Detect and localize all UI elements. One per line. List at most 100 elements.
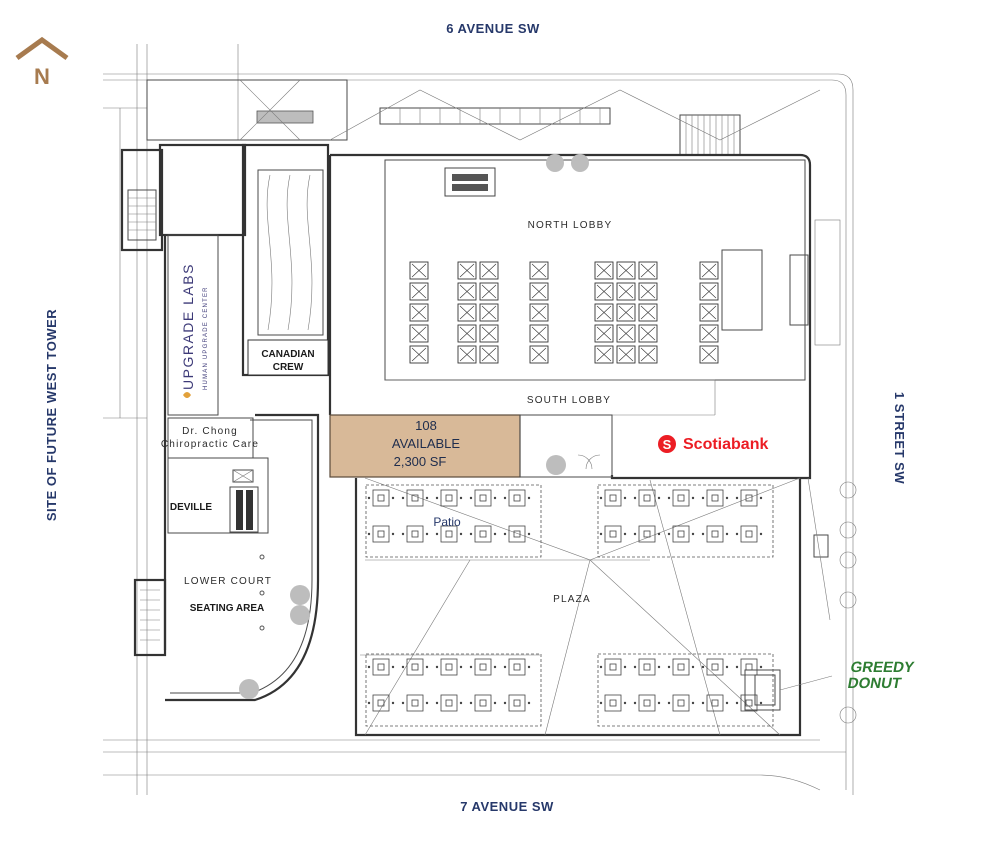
street-label-north: 6 AVENUE SW	[446, 21, 540, 36]
patio-table	[401, 694, 429, 712]
elevator-cab	[409, 261, 429, 280]
elevator-cab	[699, 345, 719, 364]
greedy-donut-label-2: DONUT	[846, 675, 903, 692]
patio-table	[667, 525, 695, 543]
elevator-cab	[479, 345, 499, 364]
street-label-east: 1 STREET SW	[892, 392, 907, 484]
elevator-cab	[409, 324, 429, 343]
elevator-cab	[594, 261, 614, 280]
north-arrow-icon: N	[15, 36, 69, 89]
site-outline	[103, 44, 854, 795]
elevator-cab	[594, 324, 614, 343]
patio-table-group	[597, 653, 774, 727]
elevator-cab	[457, 345, 477, 364]
patio-table-group	[365, 653, 542, 727]
elevator-cab	[594, 303, 614, 322]
patio-table	[367, 525, 395, 543]
elevator-cab	[699, 303, 719, 322]
patio-table-group	[597, 484, 774, 558]
elevator-cab	[699, 324, 719, 343]
elevator-banks	[409, 261, 719, 364]
elevator-cab	[616, 324, 636, 343]
patio-table	[633, 489, 661, 507]
north-service-area	[146, 79, 821, 156]
east-sidewalk	[807, 219, 857, 724]
elevator-cab	[638, 261, 658, 280]
lower-court-area	[165, 413, 320, 702]
elevator-cab	[409, 303, 429, 322]
unit-108-number: 108	[415, 418, 437, 433]
plaza-area	[354, 477, 833, 737]
elevator-cab	[638, 324, 658, 343]
patio-table	[667, 658, 695, 676]
scotiabank-label: Scotiabank	[683, 436, 768, 453]
north-arrow-letter: N	[34, 64, 50, 89]
patio-table	[435, 658, 463, 676]
dr-chong-label-2: Chiropractic Care	[161, 439, 259, 450]
patio-table	[735, 489, 763, 507]
patio-table	[503, 525, 531, 543]
patio-table	[701, 525, 729, 543]
elevator-cab	[529, 261, 549, 280]
elevator-cab	[479, 282, 499, 301]
patio-table	[469, 694, 497, 712]
patio-table	[701, 694, 729, 712]
patio-table	[701, 658, 729, 676]
elevator-cab	[529, 282, 549, 301]
elevator-cab	[457, 324, 477, 343]
seating-area-label: SEATING AREA	[190, 603, 264, 614]
elevator-cab	[699, 282, 719, 301]
lower-court-label: LOWER COURT	[184, 576, 272, 587]
elevator-cab	[457, 303, 477, 322]
patio-table	[401, 658, 429, 676]
available-unit-108[interactable]	[329, 414, 521, 478]
patio-table	[701, 489, 729, 507]
south-lobby-label: SOUTH LOBBY	[527, 395, 611, 406]
deville-unit	[167, 457, 269, 534]
patio-table	[435, 489, 463, 507]
patio-table	[469, 489, 497, 507]
south-vestibule	[519, 414, 613, 478]
unit-108-status: AVAILABLE	[392, 436, 460, 451]
patio-table	[599, 489, 627, 507]
elevator-cab	[616, 261, 636, 280]
elevator-cab	[594, 345, 614, 364]
patio-table	[599, 694, 627, 712]
patio-label: Patio	[433, 515, 461, 529]
patio-table	[735, 694, 763, 712]
patio-tables	[365, 484, 774, 727]
upgrade-labs-logo: UPGRADE LABS HUMAN UPGRADE CENTER	[180, 263, 209, 398]
main-tower	[328, 153, 812, 480]
dr-chong-label-1: Dr. Chong	[182, 426, 238, 437]
patio-table	[667, 489, 695, 507]
elevator-cab	[479, 303, 499, 322]
patio-table	[633, 694, 661, 712]
patio-table	[633, 525, 661, 543]
elevator-cab	[457, 282, 477, 301]
patio-table	[503, 489, 531, 507]
patio-table	[599, 658, 627, 676]
greedy-donut-label-1: GREEDY	[849, 659, 915, 676]
patio-table	[367, 694, 395, 712]
elevator-cab	[479, 261, 499, 280]
elevator-cab	[699, 261, 719, 280]
upgrade-labs-unit	[167, 234, 219, 416]
patio-table	[367, 658, 395, 676]
elevator-cab	[616, 345, 636, 364]
elevator-cab	[479, 324, 499, 343]
patio-table	[435, 694, 463, 712]
elevator-cab	[457, 261, 477, 280]
greedy-donut-logo: GREEDY DONUT	[846, 659, 915, 692]
patio-table	[735, 658, 763, 676]
elevator-cab	[409, 345, 429, 364]
patio-table	[469, 525, 497, 543]
elevator-cab	[638, 345, 658, 364]
elevator-cab	[616, 282, 636, 301]
elevator-cab	[638, 303, 658, 322]
canadian-crew-label-2: CREW	[273, 362, 304, 373]
patio-table	[633, 658, 661, 676]
patio-table	[367, 489, 395, 507]
elevator-cab	[529, 345, 549, 364]
canadian-crew-label-1: CANADIAN	[261, 349, 314, 360]
deville-label: DEVILLE	[170, 502, 213, 513]
